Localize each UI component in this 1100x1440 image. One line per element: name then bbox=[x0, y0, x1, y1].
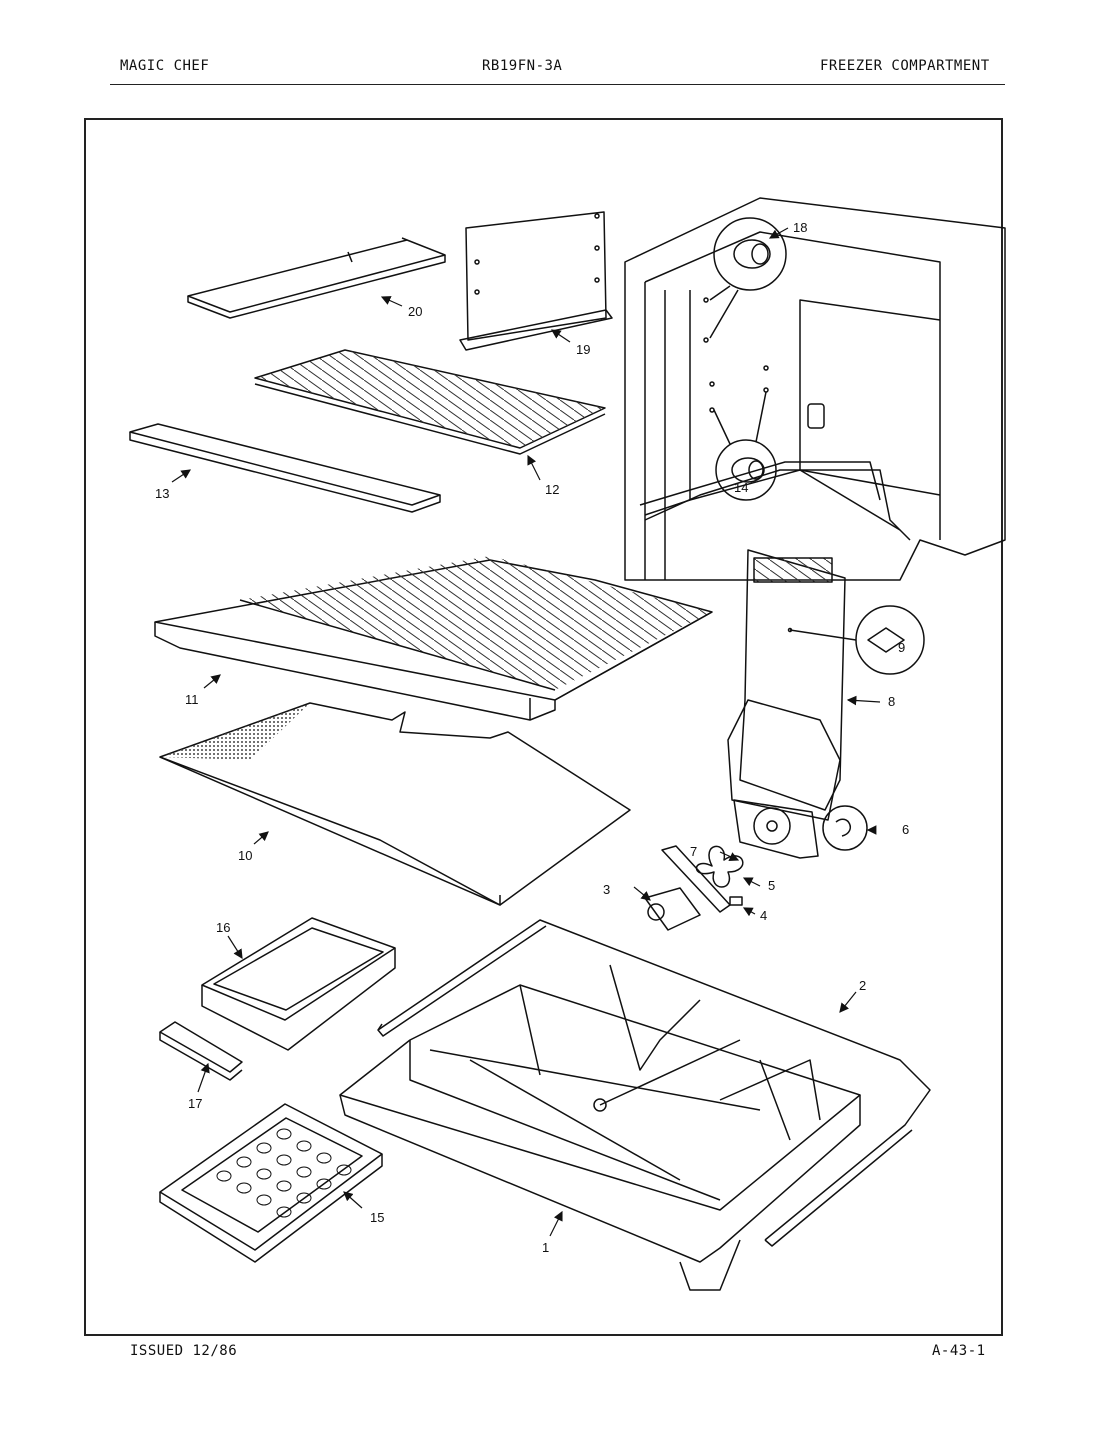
callout-1: 1 bbox=[542, 1240, 549, 1255]
callout-7: 7 bbox=[690, 844, 697, 859]
callout-20: 20 bbox=[408, 304, 422, 319]
part-11-freezer-shelf bbox=[154, 556, 713, 721]
part-4-motor-bracket bbox=[661, 845, 743, 913]
part-12-wire-shelf bbox=[254, 349, 606, 455]
callout-14: 14 bbox=[734, 480, 748, 495]
footer-issued: ISSUED 12/86 bbox=[130, 1343, 238, 1359]
callout-6: 6 bbox=[902, 822, 909, 837]
callout-2: 2 bbox=[859, 978, 866, 993]
part-17-clip bbox=[159, 1021, 243, 1081]
part-8-duct-cover bbox=[727, 549, 846, 821]
callout-17: 17 bbox=[188, 1096, 202, 1111]
part-14-plug-detail bbox=[713, 391, 777, 501]
part-15-ice-tray bbox=[159, 1103, 383, 1263]
header-brand: MAGIC CHEF bbox=[120, 58, 210, 74]
part-1-evaporator-cover bbox=[339, 964, 861, 1291]
part-13-shelf-rail bbox=[129, 423, 441, 513]
callout-4: 4 bbox=[760, 908, 767, 923]
leader-arrows bbox=[171, 227, 881, 1237]
callout-8: 8 bbox=[888, 694, 895, 709]
callout-19: 19 bbox=[576, 342, 590, 357]
callout-10: 10 bbox=[238, 848, 252, 863]
header-section: FREEZER COMPARTMENT bbox=[820, 58, 990, 74]
header-rule bbox=[110, 84, 1005, 85]
part-7-fan-bracket bbox=[733, 799, 819, 859]
part-5-fan-blade bbox=[695, 845, 744, 888]
part-15-ice-cups bbox=[216, 1128, 352, 1218]
callout-18: 18 bbox=[793, 220, 807, 235]
footer-page-code: A-43-1 bbox=[932, 1343, 986, 1359]
callout-16: 16 bbox=[216, 920, 230, 935]
part-10-board bbox=[159, 702, 631, 906]
part-2-gasket bbox=[377, 919, 931, 1247]
header-model: RB19FN-3A bbox=[482, 58, 563, 74]
callout-12: 12 bbox=[545, 482, 559, 497]
part-18-plug-detail bbox=[709, 217, 787, 339]
part-9-screw-detail bbox=[789, 605, 925, 675]
part-16-ice-bin bbox=[201, 917, 396, 1051]
part-6-grommet-detail bbox=[822, 805, 868, 851]
callout-13: 13 bbox=[155, 486, 169, 501]
part-3-fan-motor bbox=[644, 887, 701, 931]
freezer-liner bbox=[624, 197, 1006, 581]
part-19-panel bbox=[459, 211, 613, 351]
callout-3: 3 bbox=[603, 882, 610, 897]
callout-11: 11 bbox=[185, 692, 199, 707]
diagram-frame bbox=[84, 118, 1003, 1336]
callout-5: 5 bbox=[768, 878, 775, 893]
part-20-shelf bbox=[187, 237, 446, 319]
callout-labels: 20 19 18 13 12 14 11 9 8 10 7 6 5 3 4 16… bbox=[155, 220, 909, 1255]
callout-9: 9 bbox=[898, 640, 905, 655]
callout-15: 15 bbox=[370, 1210, 384, 1225]
